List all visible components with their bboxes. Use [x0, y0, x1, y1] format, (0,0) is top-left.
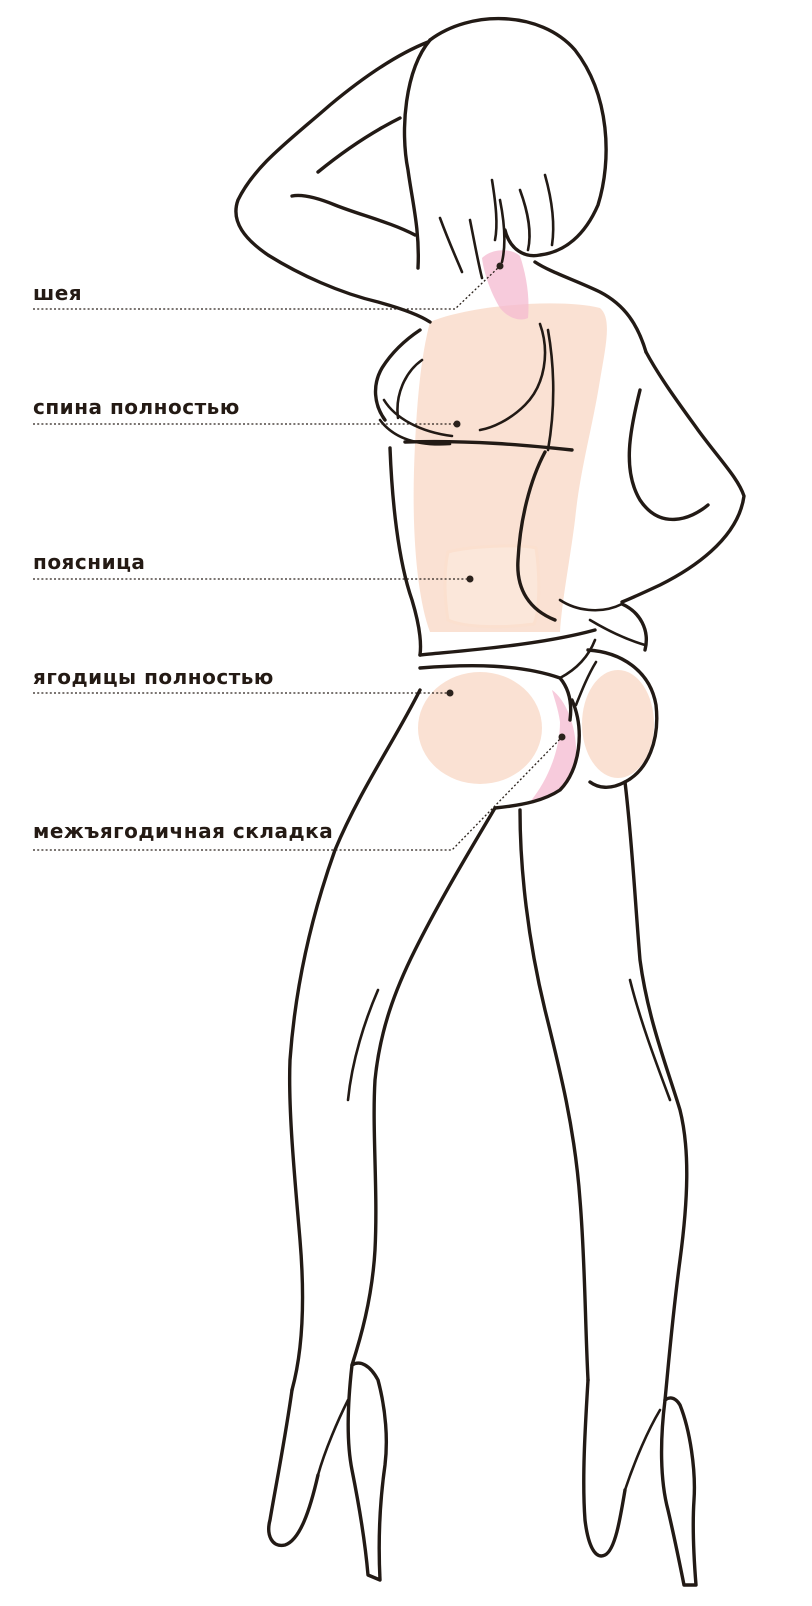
- female-figure-outline: [234, 17, 746, 1587]
- label-back-full-text: спина полностью: [33, 395, 240, 419]
- label-buttocks-full: ягодицы полностью: [33, 665, 454, 697]
- right-buttock-zone: [582, 670, 654, 778]
- marker-buttocks-full: [446, 689, 454, 697]
- label-neck: шея: [33, 262, 504, 310]
- marker-back-full: [453, 420, 461, 428]
- label-lower-back: поясница: [33, 550, 474, 583]
- marker-neck: [496, 262, 504, 270]
- highlight-zones: [413, 250, 654, 802]
- intergluteal-fold-zone: [530, 690, 577, 802]
- label-lower-back-text: поясница: [33, 550, 145, 574]
- zone-labels: шея спина полностью поясница ягодицы пол…: [33, 262, 566, 851]
- marker-intergluteal-fold: [558, 733, 566, 741]
- left-buttock-zone: [418, 672, 542, 784]
- label-intergluteal-fold-text: межъягодичная складка: [33, 819, 333, 843]
- neck-zone: [482, 250, 529, 320]
- label-buttocks-full-text: ягодицы полностью: [33, 665, 274, 689]
- lower-back-zone: [443, 544, 541, 629]
- label-back-full: спина полностью: [33, 395, 461, 428]
- label-neck-text: шея: [33, 281, 82, 305]
- label-intergluteal-fold: межъягодичная складка: [33, 733, 566, 851]
- marker-lower-back: [466, 575, 474, 583]
